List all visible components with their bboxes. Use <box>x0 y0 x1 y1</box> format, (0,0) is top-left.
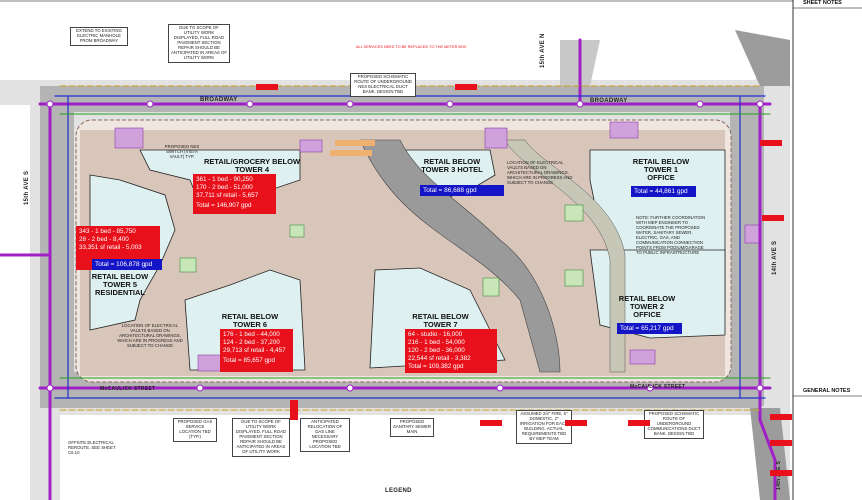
tower5-detail-3: 33,351 sf retail - 5,003 <box>79 243 142 251</box>
tower5-title: RETAIL BELOW TOWER 5 RESIDENTIAL <box>91 272 149 297</box>
red-tag-marker <box>770 440 792 446</box>
street-15th-ave-n: 15th AVE N <box>540 33 546 68</box>
tower7-flow-callout: 64 - studio - 16,000 216 - 1 bed - 54,00… <box>405 329 497 373</box>
tower7-detail-3: 120 - 2 bed - 36,000 <box>408 346 465 354</box>
tower4-detail-2: 170 - 2 bed - 51,000 <box>196 183 253 191</box>
tower6-flow-callout: 176 - 1 bed - 44,000 124 - 2 bed - 37,20… <box>220 329 293 372</box>
street-broadway-east: BROADWAY <box>590 98 628 104</box>
tower4-flow-callout: 361 - 1 bed - 90,250 170 - 2 bed - 51,00… <box>193 174 276 214</box>
tower2-total: Total = 65,217 gpd <box>617 323 682 334</box>
red-tag-marker <box>770 414 792 420</box>
tower6-detail-1: 176 - 1 bed - 44,000 <box>223 331 280 338</box>
tower4-detail-3: 37,711 sf retail - 5,657 <box>196 191 259 199</box>
tower1-total: Total = 44,861 gpd <box>631 186 696 197</box>
general-notes-heading: GENERAL NOTES <box>803 388 851 394</box>
tower7-detail-2: 216 - 1 bed - 54,000 <box>408 338 465 346</box>
street-mccaulick-east: McCAULICK STREET <box>630 384 686 390</box>
note-nes-switch: PROPOSED NES SWITCH (VISTA VAULT) TYP. <box>164 144 200 159</box>
note-comm-duct: PROPOSED SCHEMATIC ROUTE OF UNDERGROUND … <box>644 410 704 439</box>
note-all-services: ALL SERVICES NEED TO BE REPLACED TO THE … <box>356 45 467 49</box>
red-tag-marker <box>770 470 792 476</box>
tower5-detail-1: 343 - 1 bed - 85,750 <box>79 228 136 235</box>
note-vaults-tower6: LOCATION OF ELECTRICAL VAULTS BASED ON A… <box>117 323 183 348</box>
note-scope-top: DUE TO SCOPE OF UTILITY WORK DISPLAYED, … <box>168 24 230 63</box>
tower6-title: RETAIL BELOW TOWER 6 <box>221 312 279 329</box>
note-schematic-top: PROPOSED SCHEMATIC ROUTE OF UNDERGROUND … <box>350 73 416 97</box>
east-drive <box>504 139 626 373</box>
tower7-detail-1: 64 - studio - 16,000 <box>408 331 463 338</box>
tower3-total: Total = 86,688 gpd <box>420 185 504 196</box>
utility-nodes <box>46 100 764 392</box>
tower5-flow-callout: 343 - 1 bed - 85,750 28 - 2 bed - 8,400 … <box>76 226 160 270</box>
tower1-title: RETAIL BELOW TOWER 1 OFFICE <box>632 157 690 182</box>
electric-line-14th <box>758 102 777 500</box>
red-tag-marker <box>565 420 587 426</box>
tower6-total: Total = 85,657 gpd <box>223 356 275 364</box>
note-vaults-tower3: LOCATION OF ELECTRICAL VAULTS BASED ON A… <box>507 160 573 185</box>
tower4-title: RETAIL/GROCERY BELOW TOWER 4 <box>203 157 301 174</box>
street-mccaulick-west: McCAULICK STREET <box>100 386 156 392</box>
utility-lines <box>0 38 777 500</box>
note-extend-electric: EXTEND TO EXISTING ELECTRIC MANHOLE FROM… <box>70 27 128 46</box>
tower7-total: Total = 109,382 gpd <box>408 363 464 371</box>
sheet-notes-heading: SHEET NOTES <box>803 0 842 6</box>
red-tag-marker <box>290 400 298 420</box>
green-structures <box>179 204 584 297</box>
tower5-detail-2: 28 - 2 bed - 8,400 <box>79 235 129 243</box>
note-offsite-electric: OFFSITE ELECTRICAL REROUTE. SEE SHEET C6… <box>68 440 116 455</box>
tower4-detail-1: 361 - 1 bed - 90,250 <box>196 176 253 183</box>
street-broadway-west: BROADWAY <box>200 97 238 103</box>
street-15th-ave-s: 15th AVE S <box>24 170 30 205</box>
tower6-detail-3: 29,713 sf retail - 4,457 <box>223 346 286 354</box>
note-scope-bottom: DUE TO SCOPE OF UTILITY WORK DISPLAYED, … <box>232 418 290 457</box>
red-tag-marker <box>455 84 477 90</box>
note-gas-relocation: ANTICIPATED RELOCATION OF GAS LINE NECES… <box>300 418 350 452</box>
note-coordination: NOTE: FURTHER COORDINATION WITH MEP ENGI… <box>636 215 706 255</box>
tower7-title: RETAIL BELOW TOWER 7 <box>412 312 469 329</box>
legend-label: LEGEND <box>385 488 412 494</box>
note-gas-service: PROPOSED GAS SERVICE LOCATION TBD (TYP.) <box>173 418 217 442</box>
street-14th-ave-s: 14th AVE S <box>772 240 778 275</box>
orange-strip <box>330 150 372 156</box>
note-sanitary: PROPOSED SANITARY SEWER MAIN <box>390 418 434 437</box>
red-tag-marker <box>760 140 782 146</box>
red-tag-marker <box>762 215 784 221</box>
note-assumed-fire: ASSUMED 2/4" FIRE, 6" DOMESTIC, 2" IRRIG… <box>516 410 572 444</box>
tower6-detail-2: 124 - 2 bed - 37,200 <box>223 338 280 346</box>
tower7-detail-4: 22,544 sf retail - 3,382 <box>408 354 471 362</box>
tower2-title: RETAIL BELOW TOWER 2 OFFICE <box>618 294 676 319</box>
tower4-total: Total = 146,907 gpd <box>196 201 252 209</box>
red-tag-marker <box>256 84 278 90</box>
red-tag-marker <box>480 420 502 426</box>
orange-strip <box>335 140 375 146</box>
tower3-title: RETAIL BELOW TOWER 3 HOTEL <box>421 157 483 174</box>
tower5-total: Total = 106,878 gpd <box>92 259 162 270</box>
red-tag-marker <box>628 420 650 426</box>
